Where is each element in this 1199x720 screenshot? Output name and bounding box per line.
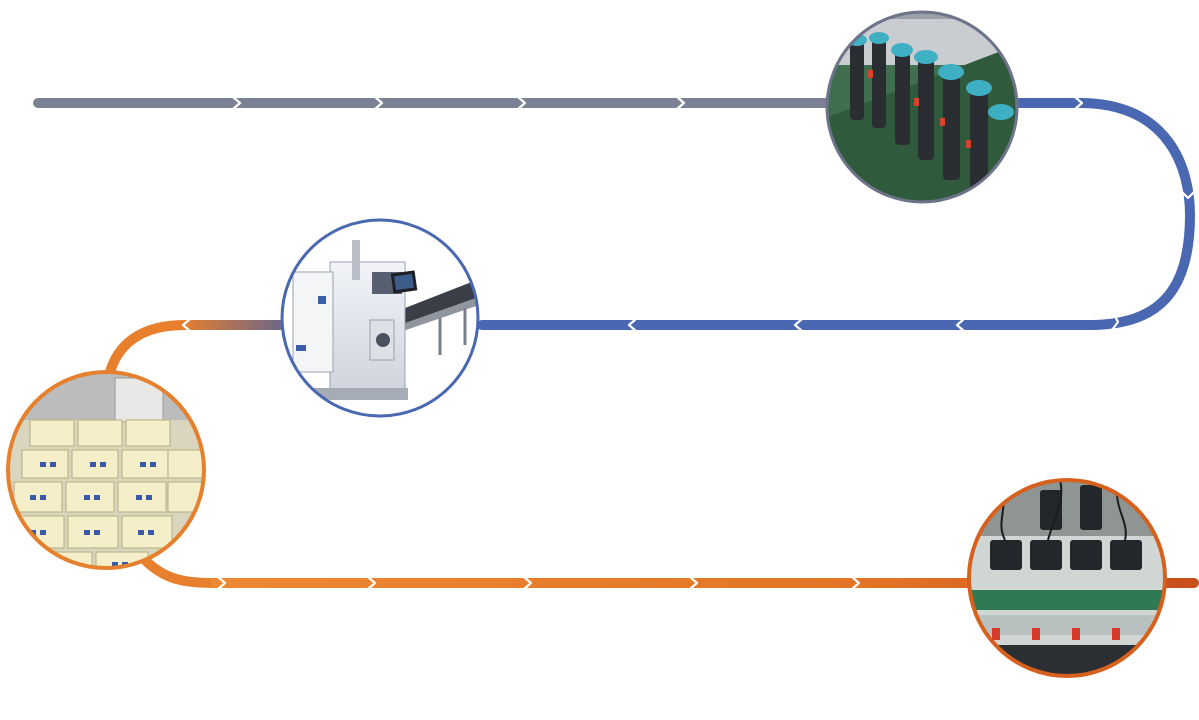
flow-chevrons <box>181 95 1198 591</box>
flow-segment-left-curve <box>105 320 190 377</box>
chevron-right-icon <box>675 95 686 111</box>
flow-segment-right-curve <box>477 98 1196 330</box>
chevron-right-icon <box>216 575 227 591</box>
chevron-left-icon <box>627 317 638 333</box>
chevron-right-icon <box>373 95 384 111</box>
flow-path <box>33 98 1199 588</box>
chevron-left-icon <box>793 317 804 333</box>
chevron-right-icon <box>522 575 533 591</box>
chevron-right-icon <box>516 95 527 111</box>
stage-frame <box>6 370 206 570</box>
stage-final-assembly <box>967 478 1167 678</box>
chevron-right-icon <box>366 575 377 591</box>
chevron-down-icon <box>1178 188 1198 200</box>
chevron-right-icon <box>688 575 699 591</box>
chevron-down-icon <box>1110 312 1120 332</box>
chevron-left-icon <box>955 317 966 333</box>
chevron-left-icon <box>181 317 192 333</box>
chevron-right-icon <box>231 95 242 111</box>
chevron-right-icon <box>1073 95 1084 111</box>
stage-frame <box>825 10 1019 204</box>
stage-frame <box>280 218 480 418</box>
stage-winding-machine <box>280 218 480 418</box>
stage-pin-module <box>825 10 1019 204</box>
chevron-right-icon <box>850 575 861 591</box>
stage-frame <box>967 478 1167 678</box>
stage-tray-loading <box>6 370 206 570</box>
flow-segment-left-curve-lower <box>140 555 220 588</box>
